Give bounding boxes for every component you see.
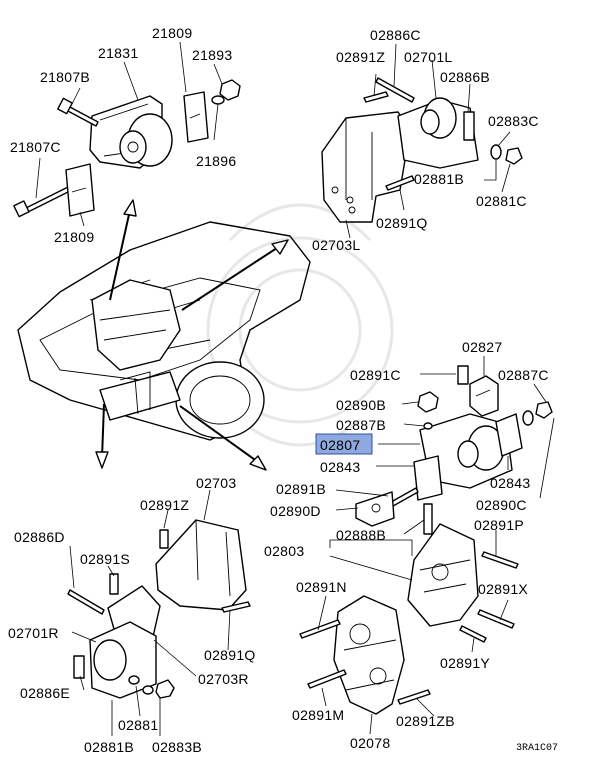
label-02891N[interactable]: 02891N (296, 579, 347, 595)
label-02887B[interactable]: 02887B (336, 417, 386, 433)
label-02883C[interactable]: 02883C (488, 113, 539, 129)
label-02803[interactable]: 02803 (264, 543, 304, 559)
label-02888B[interactable]: 02888B (336, 527, 386, 543)
part-labels: 21809 21831 21893 21807B 21896 21807C 21… (8, 25, 558, 755)
leader-lines (35, 41, 555, 736)
label-21807B[interactable]: 21807B (40, 69, 90, 85)
label-02890D[interactable]: 02890D (270, 503, 321, 519)
label-02891Z-left[interactable]: 02891Z (140, 497, 189, 513)
label-02887C[interactable]: 02887C (498, 367, 549, 383)
label-02807[interactable]: 02807 (320, 437, 360, 453)
label-02886D[interactable]: 02886D (14, 529, 65, 545)
label-02886C[interactable]: 02886C (370, 27, 421, 43)
label-02701R[interactable]: 02701R (8, 625, 59, 641)
label-02701L[interactable]: 02701L (404, 49, 453, 65)
label-02891Q-top[interactable]: 02891Q (376, 215, 428, 231)
label-02881[interactable]: 02881 (118, 717, 158, 733)
label-02891M[interactable]: 02891M (292, 707, 344, 723)
label-02891S[interactable]: 02891S (80, 551, 130, 567)
label-02891Y[interactable]: 02891Y (440, 655, 490, 671)
label-02886B[interactable]: 02886B (440, 69, 490, 85)
label-21893[interactable]: 21893 (192, 47, 232, 63)
label-02891Q-bottom[interactable]: 02891Q (204, 647, 256, 663)
label-02881C[interactable]: 02881C (476, 193, 527, 209)
watermark-emblem (206, 203, 394, 447)
label-02891C[interactable]: 02891C (350, 367, 401, 383)
mount-02807-assembly (355, 365, 553, 535)
label-02891P[interactable]: 02891P (474, 517, 524, 533)
label-02703[interactable]: 02703 (196, 475, 236, 491)
mount-02701R-assembly (67, 519, 251, 699)
mount-21831-assembly (13, 79, 241, 218)
label-02883B[interactable]: 02883B (152, 739, 202, 755)
label-02827[interactable]: 02827 (462, 339, 502, 355)
highlight-02807 (315, 433, 373, 455)
label-02843-b[interactable]: 02843 (490, 475, 530, 491)
label-02891X[interactable]: 02891X (478, 581, 528, 597)
label-02881B-top[interactable]: 02881B (414, 171, 464, 187)
label-02843-a[interactable]: 02843 (320, 459, 360, 475)
diagram-code: 3RA1C07 (516, 743, 558, 754)
direction-arrows (95, 199, 289, 471)
label-02881B-bottom[interactable]: 02881B (84, 739, 134, 755)
label-02891Z-top[interactable]: 02891Z (336, 49, 385, 65)
label-21807C[interactable]: 21807C (10, 139, 61, 155)
label-02703R[interactable]: 02703R (198, 671, 249, 687)
label-21809-top[interactable]: 21809 (152, 25, 192, 41)
label-02890B[interactable]: 02890B (336, 397, 386, 413)
label-02891ZB[interactable]: 02891ZB (396, 713, 455, 729)
label-02890C[interactable]: 02890C (476, 497, 527, 513)
mount-02701L-assembly (321, 77, 523, 223)
bracket-02078-assembly (299, 595, 431, 715)
label-21809-bottom[interactable]: 21809 (54, 229, 94, 245)
label-02078[interactable]: 02078 (350, 735, 390, 751)
label-02891B[interactable]: 02891B (276, 481, 326, 497)
label-02886E[interactable]: 02886E (20, 685, 70, 701)
label-02703L[interactable]: 02703L (312, 237, 361, 253)
label-21896[interactable]: 21896 (196, 153, 236, 169)
bracket-02803-assembly (407, 523, 519, 643)
label-21831[interactable]: 21831 (98, 45, 138, 61)
